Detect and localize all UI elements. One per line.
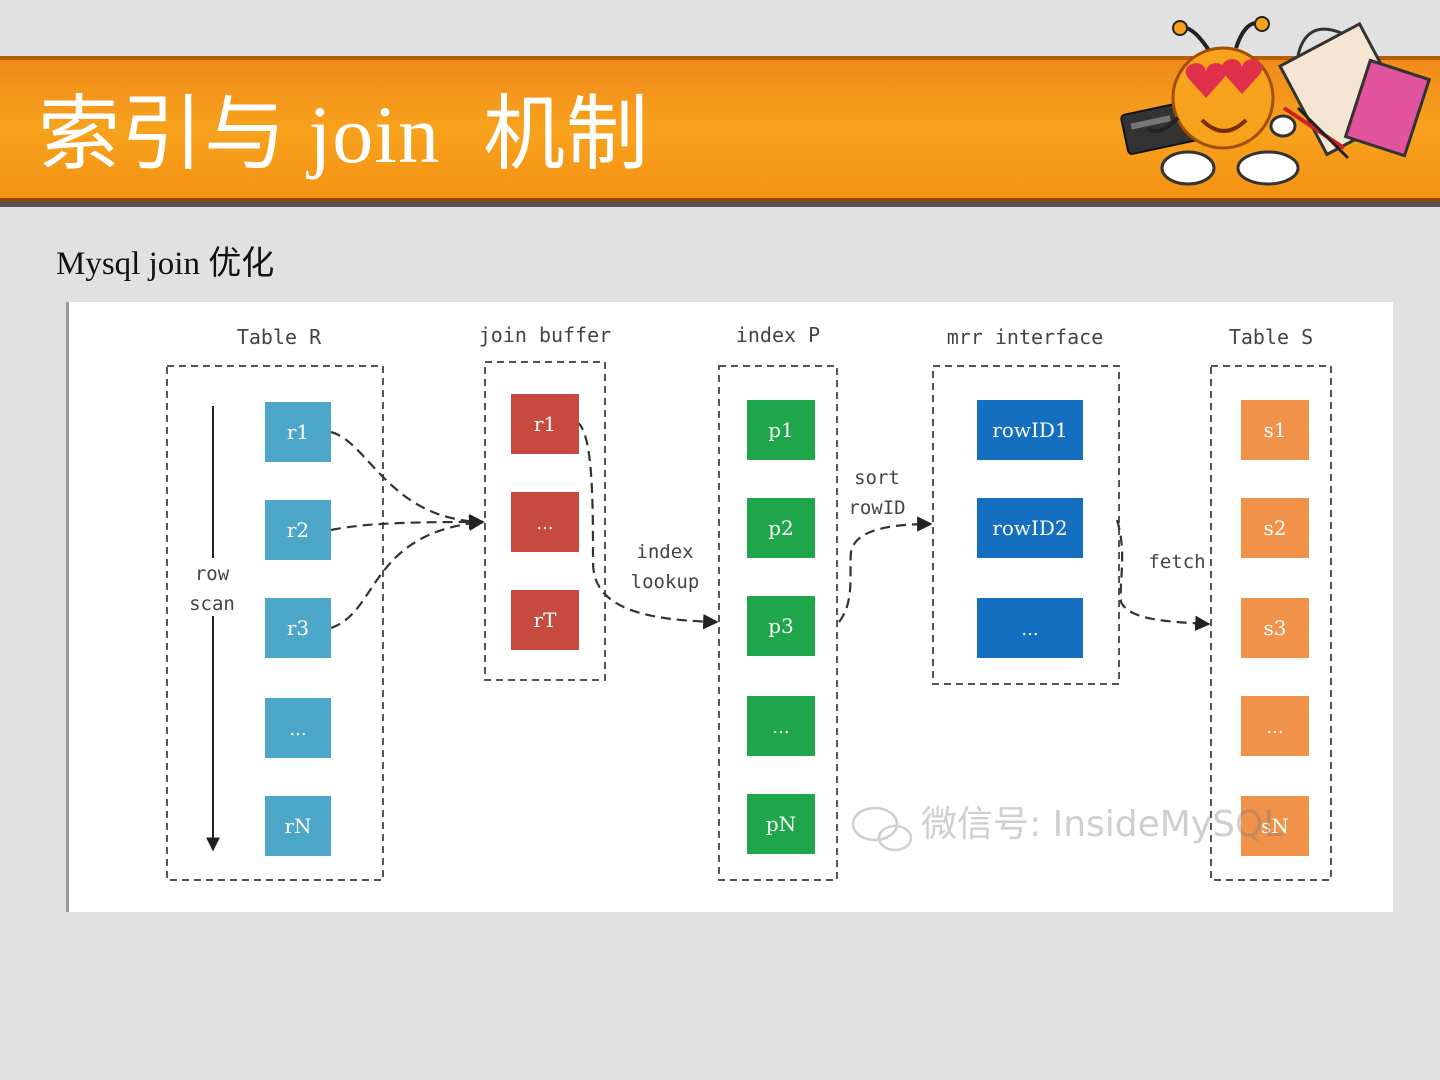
join-buffer-diagram: Table R join buffer index P mrr interfac… bbox=[66, 302, 1393, 912]
arrow-index-lookup bbox=[576, 421, 719, 630]
sort-rowid-label-2: rowID bbox=[848, 497, 905, 519]
arrow-r3-to-buffer bbox=[330, 515, 485, 630]
header-join-buffer: join buffer bbox=[479, 323, 611, 347]
indexP-item-label: p2 bbox=[768, 516, 794, 540]
tableS-item-box bbox=[1241, 598, 1309, 658]
tableR-item-label: r3 bbox=[287, 616, 309, 640]
join-buffer-container bbox=[484, 361, 606, 681]
tableS-item-label: ... bbox=[1266, 717, 1283, 738]
indexP-item-box bbox=[747, 400, 815, 460]
joinBuffer-item-box bbox=[511, 394, 579, 454]
shopping-bee-mascot-icon bbox=[1120, 16, 1432, 186]
watermark: 微信号: InsideMySQL bbox=[851, 804, 1283, 852]
sort-rowid-label-1: sort bbox=[854, 467, 900, 489]
tableR-item-box bbox=[265, 796, 331, 856]
item-boxes: r1 r2 r3... rN r1... rT p1 p2 p3... pN rowID1 rowID… bbox=[265, 394, 1309, 856]
mrr-item-label: rowID1 bbox=[992, 418, 1067, 442]
arrow-r2-to-buffer bbox=[330, 514, 485, 532]
table-r-container bbox=[166, 365, 384, 881]
tableS-item-box bbox=[1241, 796, 1309, 856]
fetch-label: fetch bbox=[1148, 551, 1205, 573]
mrr-item-box bbox=[977, 598, 1083, 658]
mrr-item-box bbox=[977, 498, 1083, 558]
tableS-item-box bbox=[1241, 498, 1309, 558]
arrow-r1-to-buffer bbox=[330, 430, 485, 530]
tableS-item-label: s3 bbox=[1264, 616, 1287, 640]
wechat-icon bbox=[851, 806, 899, 842]
indexP-item-label: p3 bbox=[768, 614, 794, 638]
tableS-item-label: s1 bbox=[1264, 418, 1287, 442]
tableS-item-box bbox=[1241, 696, 1309, 756]
header-mrr-interface: mrr interface bbox=[947, 325, 1104, 349]
index-lookup-label-2: lookup bbox=[631, 571, 700, 593]
watermark-text: 微信号: InsideMySQL bbox=[921, 804, 1283, 845]
tableS-item-box bbox=[1241, 400, 1309, 460]
tableR-item-label: rN bbox=[284, 814, 311, 838]
indexP-item-box bbox=[747, 696, 815, 756]
indexP-item-box bbox=[747, 498, 815, 558]
tableR-item-box bbox=[265, 698, 331, 758]
mrr-item-label: ... bbox=[1021, 619, 1038, 640]
tableS-item-label: s2 bbox=[1264, 516, 1287, 540]
tableR-item-label: r2 bbox=[287, 518, 309, 542]
arrow-sort-rowid bbox=[838, 516, 933, 623]
tableR-item-box bbox=[265, 402, 331, 462]
tableR-item-label: ... bbox=[289, 719, 306, 740]
index-lookup-label-1: index bbox=[636, 541, 693, 563]
mrr-item-box bbox=[977, 400, 1083, 460]
joinBuffer-item-label: rT bbox=[534, 608, 558, 632]
diagram-canvas: Table R join buffer index P mrr interfac… bbox=[166, 323, 1332, 881]
slide-title: 索引与 join 机制 bbox=[38, 89, 650, 180]
row-scan-label-1: row bbox=[195, 563, 230, 585]
joinBuffer-item-label: ... bbox=[536, 513, 553, 534]
tableS-item-label: sN bbox=[1261, 814, 1289, 838]
header-index-p: index P bbox=[736, 323, 820, 347]
joinBuffer-item-box bbox=[511, 492, 579, 552]
table-s-container bbox=[1210, 365, 1332, 881]
indexP-item-label: pN bbox=[766, 812, 796, 836]
tableR-item-box bbox=[265, 500, 331, 560]
row-scan-label-2: scan bbox=[189, 593, 235, 615]
indexP-item-box bbox=[747, 596, 815, 656]
slide-subtitle: Mysql join 优化 bbox=[56, 246, 275, 282]
header-table-s: Table S bbox=[1229, 325, 1313, 349]
index-p-container bbox=[718, 365, 838, 881]
joinBuffer-item-label: r1 bbox=[534, 412, 556, 436]
tableR-item-label: r1 bbox=[287, 420, 309, 444]
indexP-item-label: ... bbox=[772, 717, 789, 738]
arrow-fetch bbox=[1115, 519, 1211, 631]
joinBuffer-item-box bbox=[511, 590, 579, 650]
mrr-item-label: rowID2 bbox=[992, 516, 1067, 540]
tableR-item-box bbox=[265, 598, 331, 658]
indexP-item-box bbox=[747, 794, 815, 854]
header-table-r: Table R bbox=[237, 325, 322, 349]
indexP-item-label: p1 bbox=[768, 418, 794, 442]
